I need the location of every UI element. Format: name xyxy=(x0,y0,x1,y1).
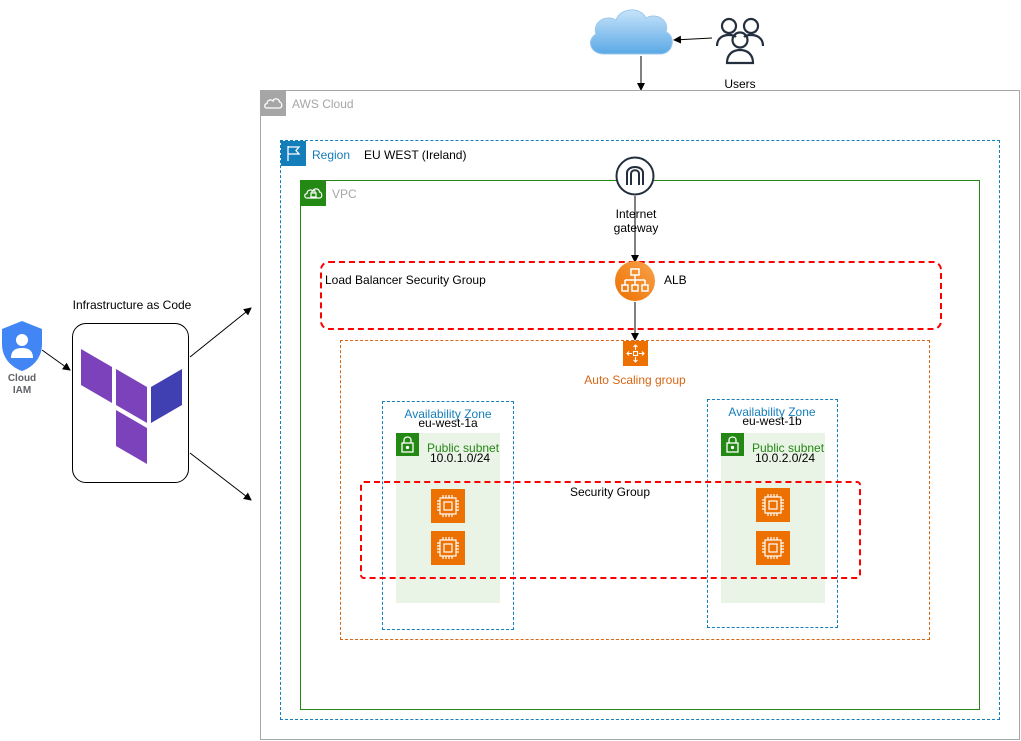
terraform-logo-icon xyxy=(81,349,184,465)
alb-label: ALB xyxy=(664,273,687,287)
cloud-iam-icon xyxy=(0,320,44,372)
internet-gateway-label-line2: gateway xyxy=(613,221,659,235)
load-balancer-icon xyxy=(614,260,656,302)
security-group-label: Security Group xyxy=(569,485,651,499)
aws-cloud-label: AWS Cloud xyxy=(292,97,354,111)
auto-scaling-icon xyxy=(623,341,648,366)
iac-label: Infrastructure as Code xyxy=(72,298,192,312)
vpc-label: VPC xyxy=(332,187,357,201)
region-group xyxy=(280,140,1000,720)
subnet-lock-icon xyxy=(721,433,744,456)
ec2-instance-icon xyxy=(756,531,790,565)
ec2-instance-icon xyxy=(431,531,465,565)
iam-to-iac-arrow xyxy=(41,349,71,371)
users-icon xyxy=(714,14,766,66)
internet-gateway-label-line1: Internet xyxy=(615,207,657,221)
load-balancer-sg-label: Load Balancer Security Group xyxy=(325,273,486,287)
vpc-icon xyxy=(301,181,326,206)
region-label: Region xyxy=(312,148,351,162)
aws-cloud-group xyxy=(260,90,1020,740)
internet-gateway-icon xyxy=(615,156,655,196)
users-label: Users xyxy=(724,77,756,91)
region-flag-icon xyxy=(281,141,306,166)
az1-name: eu-west-1a xyxy=(418,416,478,430)
subnet1-label: Public subnet xyxy=(427,441,500,455)
subnet-lock-icon xyxy=(396,433,419,456)
users-to-internet-arrow xyxy=(673,35,713,44)
subnet1-cidr: 10.0.1.0/24 xyxy=(430,451,491,465)
iac-to-aws-arrow-bottom xyxy=(189,452,252,501)
az2-title: Availability Zone xyxy=(728,405,816,419)
availability-zone-2 xyxy=(707,399,838,628)
subnet2-label: Public subnet xyxy=(752,441,825,455)
aws-cloud-icon xyxy=(261,91,286,116)
iac-to-aws-arrow-top xyxy=(189,307,252,358)
internet-cloud xyxy=(584,4,676,60)
auto-scaling-label: Auto Scaling group xyxy=(584,373,686,387)
availability-zone-1 xyxy=(382,401,514,630)
ec2-instance-icon xyxy=(756,488,790,522)
az1-title: Availability Zone xyxy=(404,407,492,421)
cloud-iam-label-line1: Cloud xyxy=(7,373,37,384)
region-name: EU WEST (Ireland) xyxy=(364,148,467,162)
subnet2-cidr: 10.0.2.0/24 xyxy=(755,451,816,465)
az2-name: eu-west-1b xyxy=(742,414,802,428)
auto-scaling-group xyxy=(340,340,930,640)
cloud-iam-label-line2: IAM xyxy=(12,385,32,396)
security-group xyxy=(360,481,861,579)
cloud-icon xyxy=(589,9,673,55)
ec2-instance-icon xyxy=(431,489,465,523)
